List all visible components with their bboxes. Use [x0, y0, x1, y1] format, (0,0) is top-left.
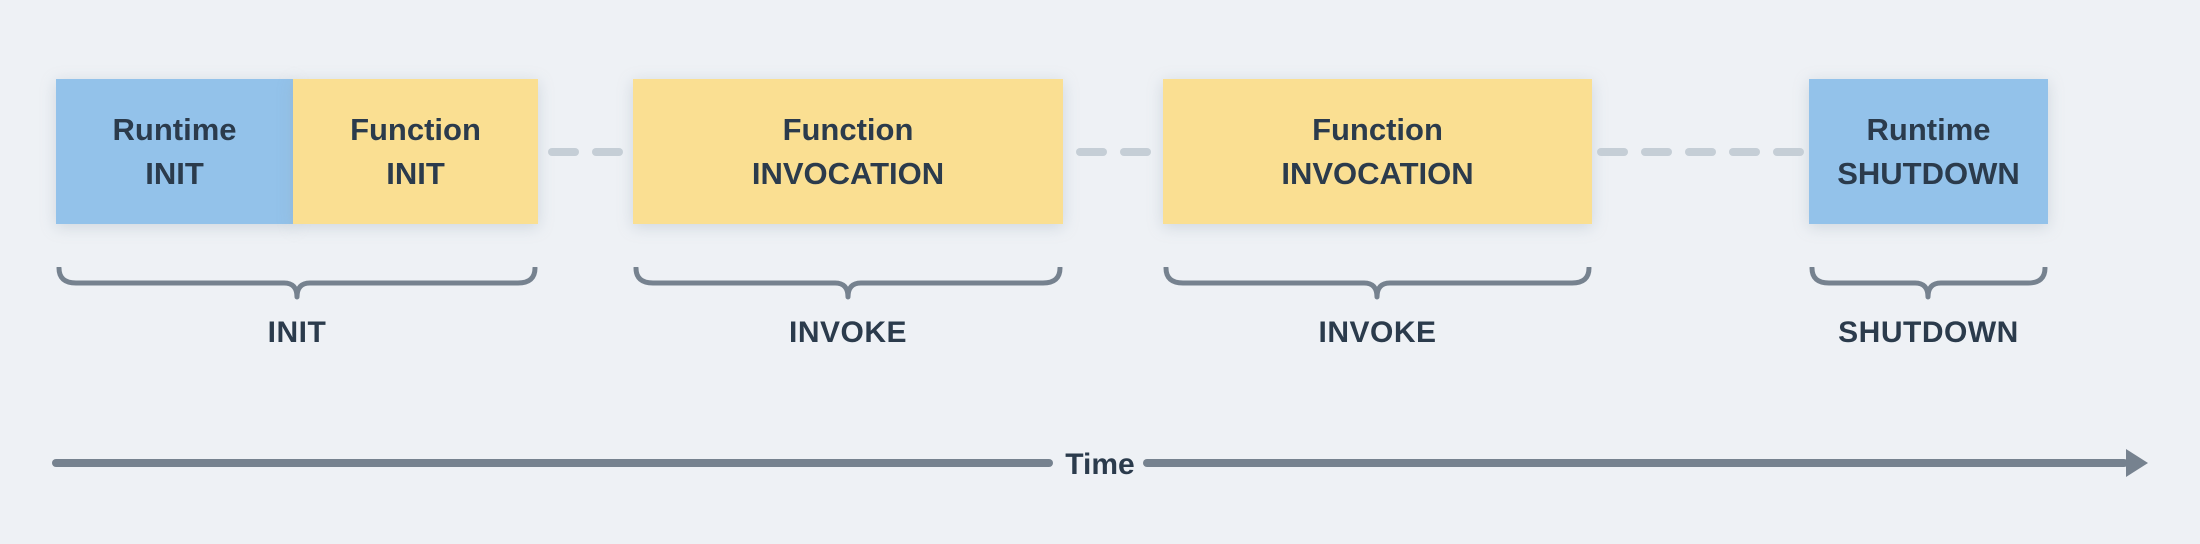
dash: [1075, 147, 1107, 156]
phase-label-invoke-1: INVOKE: [788, 316, 908, 349]
box-function-init-line1: Function: [350, 111, 481, 147]
dash: [1685, 147, 1716, 156]
box-function-invocation-2-line2: INVOCATION: [1281, 155, 1474, 191]
brace-shutdown: [1809, 267, 2048, 300]
dash: [548, 147, 579, 156]
time-axis-arrowhead-icon: [2126, 449, 2148, 477]
box-runtime-shutdown: Runtime SHUTDOWN: [1809, 79, 2048, 224]
dashed-connector-2: [1063, 79, 1163, 224]
dash: [1729, 147, 1760, 156]
box-function-init-line2: INIT: [386, 155, 445, 191]
box-function-invocation-1-line1: Function: [782, 111, 914, 147]
time-axis-label: Time: [1065, 448, 1135, 481]
brace-invoke-2: [1163, 267, 1592, 300]
dash: [1597, 147, 1628, 156]
dash: [1119, 147, 1151, 156]
box-function-invocation-2: Function INVOCATION: [1163, 79, 1592, 224]
dash: [1773, 147, 1804, 156]
brace-init: [56, 267, 538, 300]
dashed-connector-1: [538, 79, 633, 224]
box-runtime-shutdown-line1: Runtime: [1866, 111, 1991, 147]
box-function-invocation-2-line1: Function: [1312, 111, 1443, 147]
box-runtime-init-line2: INIT: [145, 155, 204, 191]
phase-label-invoke-2: INVOKE: [1318, 316, 1437, 349]
box-runtime-init-line1: Runtime: [112, 111, 237, 147]
dashed-connector-3: [1592, 79, 1809, 224]
time-axis-line-left: [52, 459, 1053, 467]
box-function-invocation-1-line2: INVOCATION: [751, 155, 945, 191]
phase-label-shutdown: SHUTDOWN: [1838, 316, 2019, 349]
dash: [1641, 147, 1672, 156]
box-function-init: Function INIT: [293, 79, 538, 224]
dash: [592, 147, 623, 156]
phase-label-init: INIT: [267, 316, 327, 349]
box-function-invocation-1: Function INVOCATION: [633, 79, 1063, 224]
box-runtime-shutdown-line2: SHUTDOWN: [1837, 155, 2020, 191]
brace-invoke-1: [633, 267, 1063, 300]
time-axis-line-right: [1143, 459, 2128, 467]
box-runtime-init: Runtime INIT: [56, 79, 295, 224]
